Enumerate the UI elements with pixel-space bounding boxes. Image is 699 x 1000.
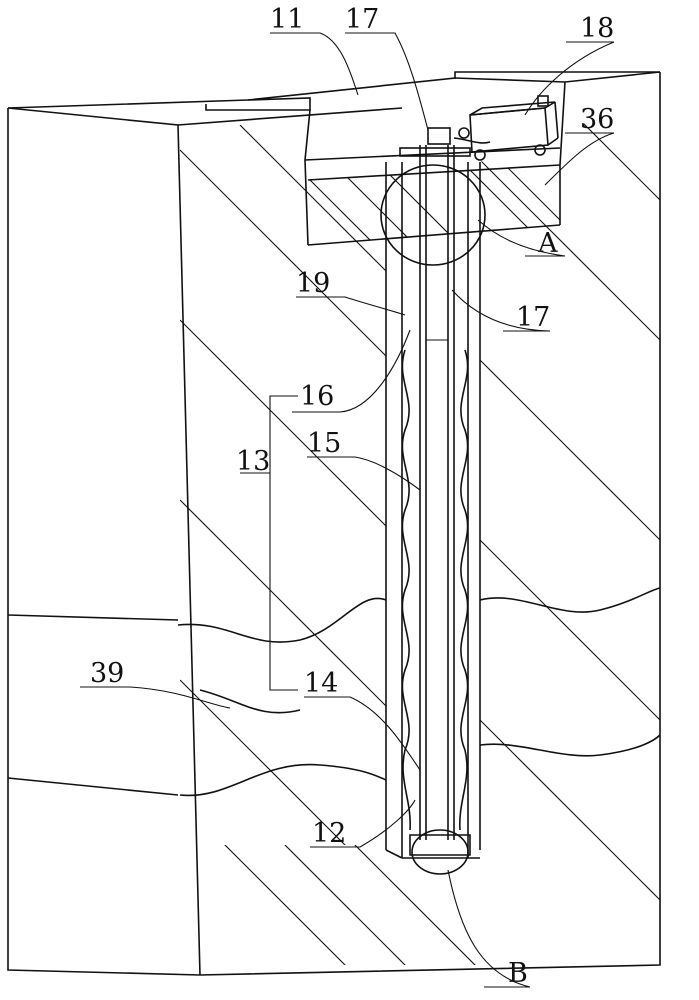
- label-15: 15: [307, 428, 341, 459]
- probe-rod: [410, 145, 470, 855]
- soil-layer-boundaries: [178, 588, 660, 795]
- label-16: 16: [300, 381, 334, 412]
- label-19: 19: [296, 268, 330, 299]
- label-A: A: [537, 228, 558, 259]
- label-17-top: 17: [345, 4, 379, 35]
- detail-a-circle: [381, 165, 485, 265]
- label-B: B: [508, 958, 528, 989]
- detail-b-circle: [412, 830, 468, 874]
- label-39: 39: [90, 658, 124, 689]
- label-36: 36: [580, 104, 614, 135]
- label-13: 13: [236, 446, 270, 477]
- leader-lines: [80, 33, 614, 987]
- label-14: 14: [304, 668, 338, 699]
- label-12: 12: [312, 818, 346, 849]
- label-18: 18: [580, 13, 614, 44]
- label-17-mid: 17: [516, 302, 550, 333]
- label-11: 11: [270, 4, 304, 35]
